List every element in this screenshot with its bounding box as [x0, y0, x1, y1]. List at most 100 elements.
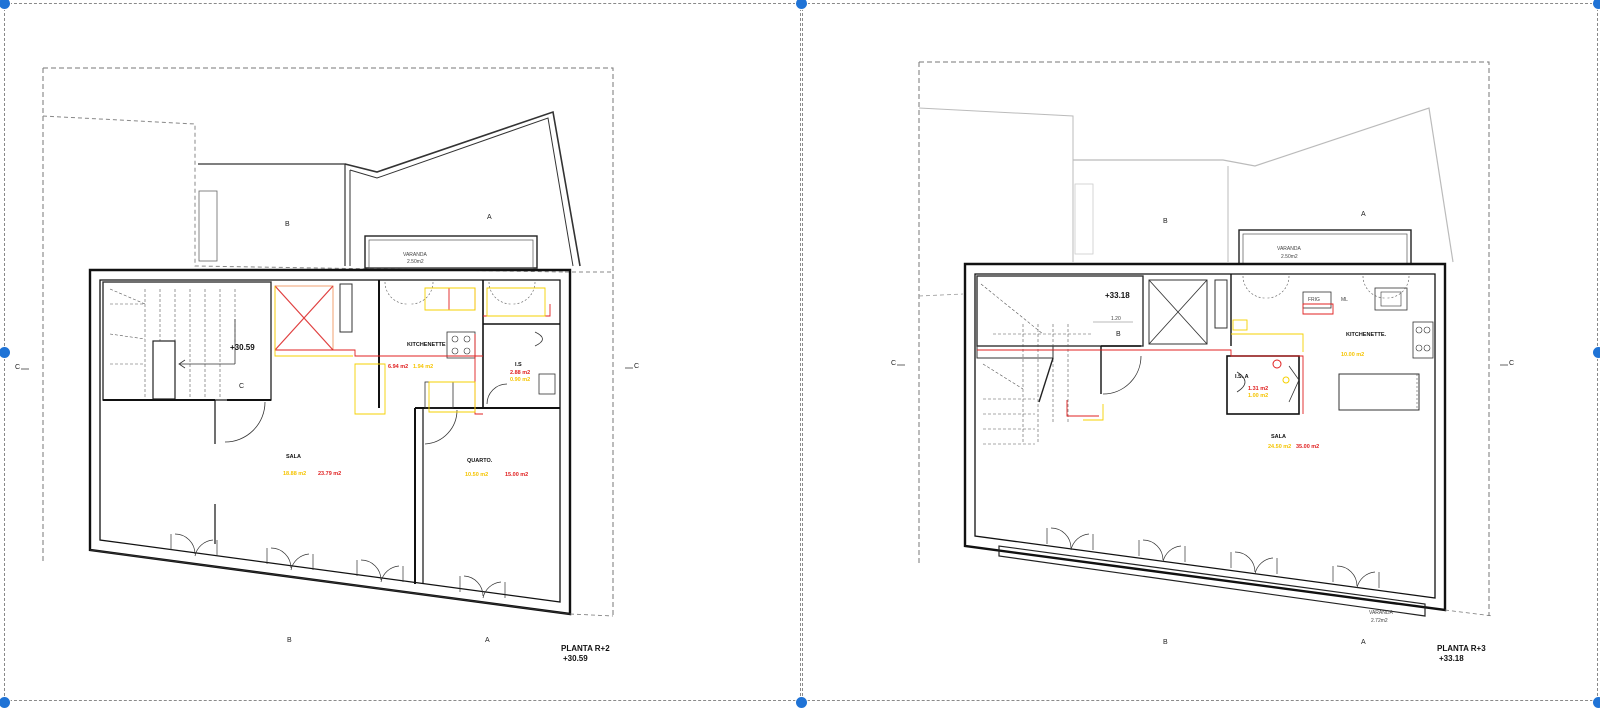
label-ml: ML	[1341, 297, 1348, 303]
elevator-x2	[274, 285, 334, 351]
toilet	[1236, 371, 1246, 393]
outer-wall	[963, 262, 1447, 612]
balcony-bottom	[998, 545, 1426, 617]
axis-a-top: A	[487, 214, 492, 221]
burner-4	[1423, 344, 1431, 352]
door-is	[486, 383, 508, 405]
shaft-duct	[339, 283, 353, 333]
balcony-area: 2.50m2	[1281, 254, 1298, 260]
room-sala-label: SALA	[286, 454, 301, 460]
window-kitchen	[384, 281, 434, 305]
washbasin	[538, 373, 556, 395]
selection-handle-bottom-center[interactable]	[795, 696, 808, 709]
site-boundary	[43, 67, 614, 616]
burner-1	[1415, 326, 1423, 334]
site-bottom	[569, 613, 614, 617]
burner-1	[451, 335, 459, 343]
axis-b-top: B	[1163, 218, 1168, 225]
door-stair	[1102, 355, 1142, 395]
floor-plan-r2: +30.59 C	[15, 67, 639, 663]
selection-handle-middle-right[interactable]	[1592, 346, 1600, 359]
burner-3	[451, 347, 459, 355]
balcony	[364, 235, 538, 269]
plan-title: PLANTA R+2	[561, 644, 610, 653]
selection-handle-middle-left[interactable]	[0, 346, 11, 359]
balcony-label: VARANDA	[403, 252, 427, 258]
stair-core	[152, 340, 176, 400]
stair-section-c: C	[239, 383, 244, 390]
label-frig: FRIG	[1308, 297, 1320, 303]
window-is	[488, 281, 536, 305]
room-quarto-area-red: 15.00 m2	[505, 472, 528, 478]
burner-2	[1423, 326, 1431, 334]
stair-block	[976, 275, 1144, 347]
proposal-lines	[274, 286, 551, 415]
selection-handle-top-right[interactable]	[1592, 0, 1600, 10]
stair-dim: 1.20	[1111, 316, 1121, 322]
facade-windows	[1046, 527, 1380, 589]
plan-level: +33.18	[1439, 654, 1464, 663]
neighbour-outline	[918, 107, 1074, 262]
stair-arrow-head	[178, 359, 186, 369]
sink	[1374, 287, 1408, 311]
kitchen-island	[1338, 373, 1420, 411]
selection-handle-top-left[interactable]	[0, 0, 11, 10]
selection-handle-top-center[interactable]	[795, 0, 808, 10]
balcony	[1238, 229, 1412, 265]
sink-bowl	[1380, 291, 1402, 307]
proposal-lines	[977, 303, 1334, 421]
balcony-label: VARANDA	[1277, 246, 1301, 252]
wall-stair-door	[1100, 345, 1141, 394]
room-is-area-red: 1.31 m2	[1248, 386, 1268, 392]
window-kitchen-2	[1362, 275, 1410, 299]
burner-4	[463, 347, 471, 355]
is-door	[1288, 365, 1300, 403]
stair-rail	[1038, 357, 1054, 403]
elevator-x2	[1148, 279, 1208, 345]
balcony-inner	[1242, 233, 1408, 265]
floor-plan-r3-panel[interactable]: 1.20 +33.18 B	[802, 3, 1598, 701]
axis-c-right: C	[1509, 360, 1514, 367]
stair-level: +30.59	[230, 343, 255, 352]
room-sala-label: SALA	[1271, 434, 1286, 440]
site-bottom	[1444, 609, 1494, 617]
room-kitchenette-area-yellow: 1.94 m2	[413, 364, 433, 370]
selection-handle-bottom-right[interactable]	[1592, 696, 1600, 709]
selection-handle-bottom-left[interactable]	[0, 696, 11, 709]
axis-b-bottom: B	[1163, 639, 1168, 646]
site-boundary	[919, 61, 1490, 616]
shaft-duct	[1214, 279, 1228, 329]
elevator-shaft	[1148, 279, 1208, 345]
room-is-area-red: 2.88 m2	[510, 370, 530, 376]
axis-b-top: B	[285, 221, 290, 228]
balcony2-label: VARANDA	[1369, 610, 1393, 616]
axis-c-right: C	[634, 363, 639, 370]
toilet	[534, 331, 543, 347]
room-sala-area-red: 23.79 m2	[318, 471, 341, 477]
stair-landing	[976, 345, 1054, 359]
outer-wall-inner	[974, 273, 1436, 599]
axis-a-bottom: A	[485, 637, 490, 644]
stair-block	[102, 281, 272, 401]
balcony-inner	[368, 239, 534, 269]
floor-plan-r3: 1.20 +33.18 B	[891, 61, 1514, 663]
room-is-area-yellow: 0.90 m2	[510, 377, 530, 383]
outer-wall-inner	[99, 279, 561, 603]
balcony-area: 2.50m2	[407, 259, 424, 265]
room-quarto-area-yellow: 10.50 m2	[465, 472, 488, 478]
door-sala	[224, 401, 266, 443]
floor-plan-r2-panel[interactable]: +30.59 C	[4, 3, 801, 701]
burner-2	[463, 335, 471, 343]
stove	[446, 331, 476, 359]
stair-section-b: B	[1116, 331, 1121, 338]
room-sala-area-yellow: 24.50 m2	[1268, 444, 1291, 450]
fridge	[1302, 291, 1332, 309]
room-kitchenette-area-red: 6.94 m2	[388, 364, 408, 370]
chimney	[1074, 183, 1094, 255]
room-kitchenette-area: 10.00 m2	[1341, 352, 1364, 358]
axis-a-top: A	[1361, 211, 1366, 218]
outer-wall	[88, 268, 572, 616]
upper-wall-inner	[349, 117, 574, 267]
door-quarto	[424, 409, 458, 445]
